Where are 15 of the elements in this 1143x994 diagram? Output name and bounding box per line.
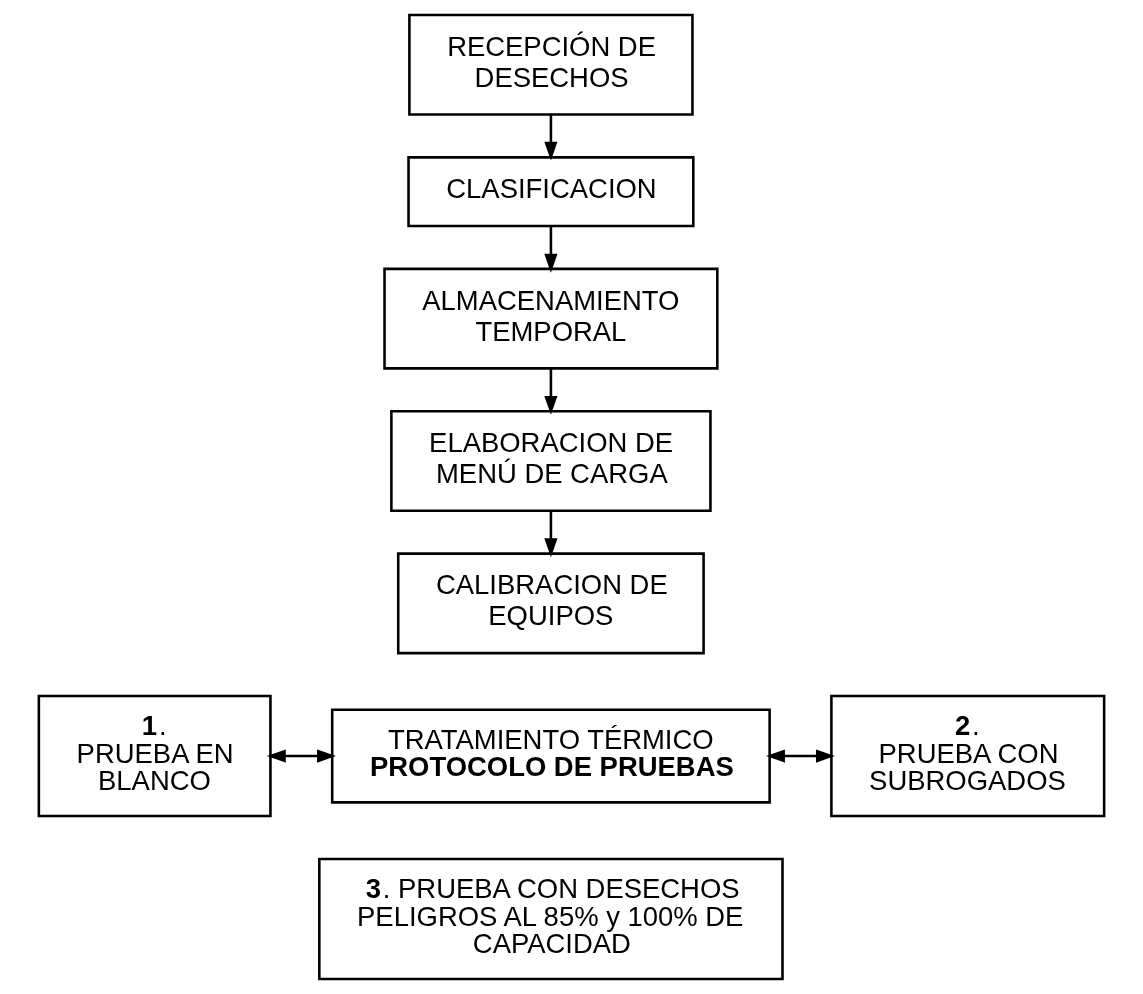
node-box: ELABORACION DE MENÚ DE CARGA [390,409,712,512]
node-box: CLASIFICACION [407,156,695,228]
arrow [544,368,558,415]
node-box: 3. PRUEBA CON DESECHOS PELIGROS AL 85% y 100% DE CAPACIDAD [318,857,784,981]
node-box: 2. PRUEBA CON SUBROGADOS [830,694,1106,818]
arrow [266,749,336,763]
arrow [544,114,558,161]
node-box: 1. PRUEBA EN BLANCO [37,694,272,818]
node-box: ALMACENAMIENTO TEMPORAL [383,267,719,370]
arrow [766,749,835,763]
node-box: CALIBRACION DE EQUIPOS [396,552,705,655]
node-box: RECEPCIÓN DE DESECHOS [408,13,694,116]
arrow [544,511,558,558]
arrow [544,226,558,273]
node-box: TRATAMIENTO TÉRMICO PROTOCOLO DE PRUEBAS [330,708,771,804]
